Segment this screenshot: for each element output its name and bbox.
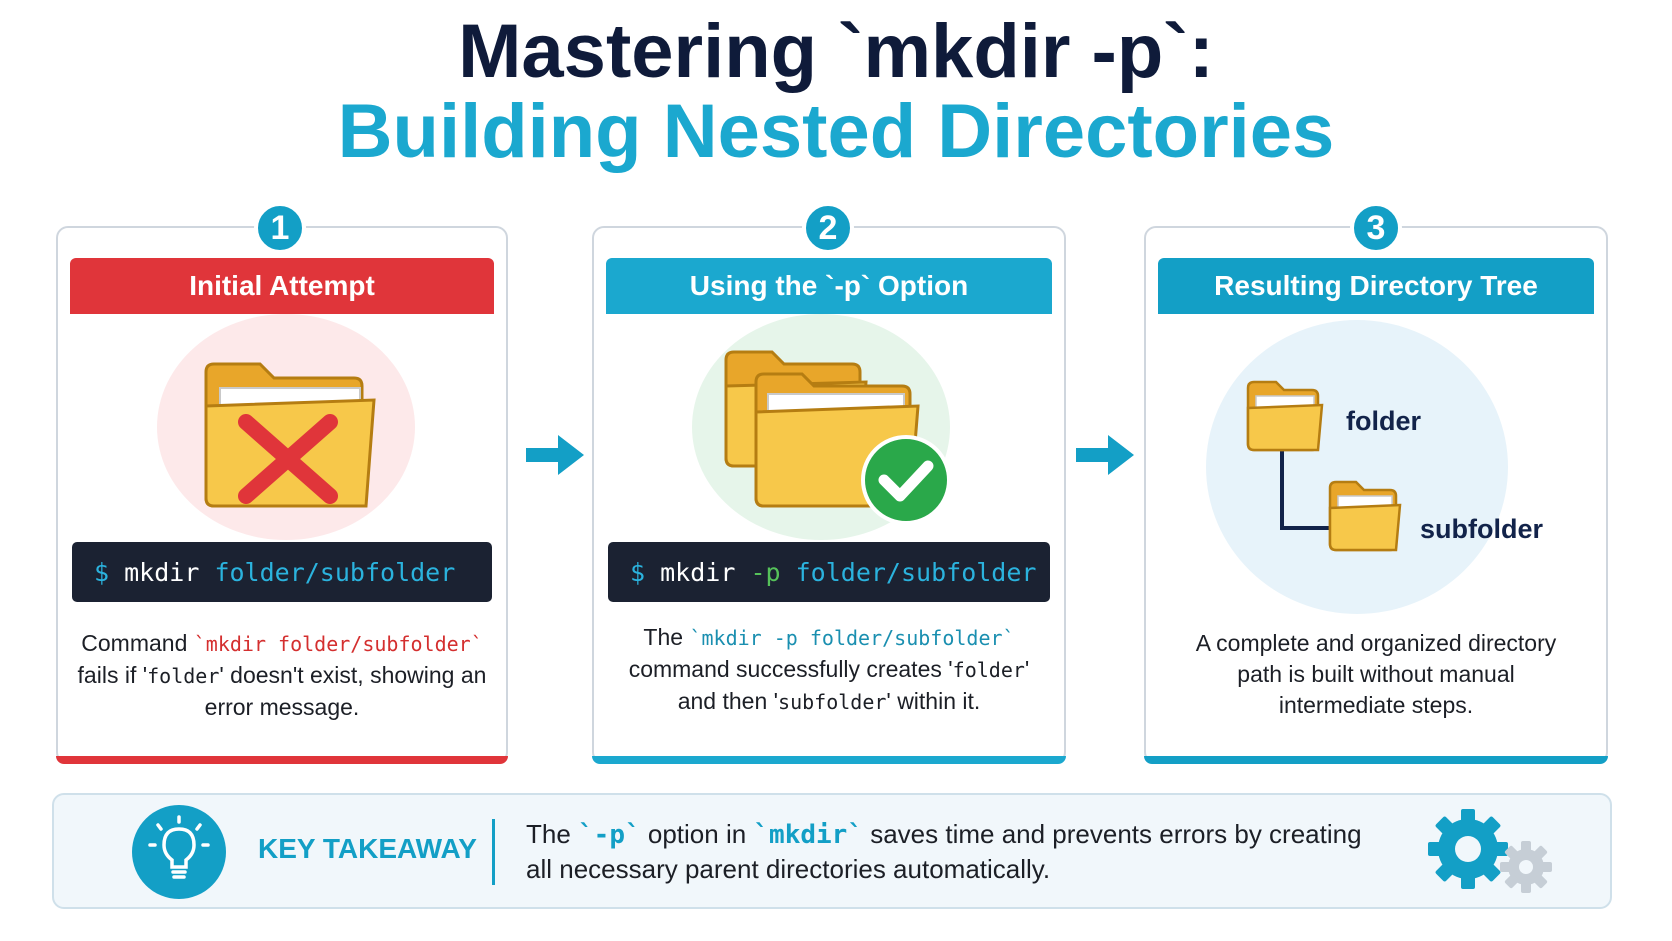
terminal-command: mkdir — [124, 557, 200, 587]
folder-error-icon — [204, 362, 376, 508]
card-accent-bar — [56, 756, 508, 764]
step-card-2: 2 Using the `-p` Option $ mkdir -p folde… — [592, 202, 1066, 764]
step-number-3: 3 — [1350, 202, 1402, 254]
card-header-using-p-option: Using the `-p` Option — [606, 258, 1052, 314]
lightbulb-icon — [132, 805, 226, 899]
title-line-1: Mastering `mkdir -p`: — [458, 9, 1214, 94]
step-description-3: A complete and organized directory path … — [1186, 628, 1566, 721]
terminal-flag: -p — [750, 557, 781, 587]
step-description-1: Command `mkdir folder/subfolder` fails i… — [72, 628, 492, 723]
key-takeaway-label: KEY TAKEAWAY — [258, 833, 477, 864]
step-number-2: 2 — [802, 202, 854, 254]
takeaway-text: option in — [640, 819, 754, 849]
key-takeaway-panel: KEY TAKEAWAY The `-p` option in `mkdir` … — [52, 793, 1612, 909]
directory-tree-icon — [1246, 380, 1402, 552]
card-accent-bar — [1144, 756, 1608, 764]
desc-text: A complete and organized directory path … — [1195, 630, 1557, 718]
desc-text: Command — [81, 630, 194, 656]
desc-code: subfolder — [778, 690, 887, 714]
terminal-prompt: $ — [94, 557, 110, 587]
step-card-1: 1 Initial Attempt $ mkdir folder/subfold… — [56, 202, 508, 764]
gear-icon — [1428, 809, 1552, 893]
terminal-path: folder/subfolder — [795, 557, 1037, 587]
desc-code: `mkdir -p folder/subfolder` — [689, 626, 1015, 650]
step-description-2: The `mkdir -p folder/subfolder` command … — [608, 622, 1050, 718]
terminal-path: folder/subfolder — [214, 557, 456, 587]
desc-code: folder — [952, 658, 1025, 682]
terminal-command-2: $ mkdir -p folder/subfolder — [608, 542, 1050, 602]
arrow-right-icon — [1076, 435, 1134, 475]
terminal-command-1: $ mkdir folder/subfolder — [72, 542, 492, 602]
desc-text: ' doesn't exist, showing an error messag… — [204, 662, 487, 720]
card-accent-bar — [592, 756, 1066, 764]
halo-circle — [1206, 320, 1508, 614]
takeaway-code: `mkdir` — [753, 820, 863, 850]
desc-text: ' and then ' — [677, 656, 1030, 714]
title-line-2: Building Nested Directories — [337, 89, 1335, 174]
desc-code: folder — [147, 664, 220, 688]
terminal-command: mkdir — [660, 557, 736, 587]
arrow-right-icon — [526, 435, 584, 475]
desc-text: command successfully creates ' — [628, 656, 953, 682]
terminal-prompt: $ — [630, 557, 646, 587]
folders-success-icon — [724, 350, 951, 525]
tree-label-subfolder: subfolder — [1420, 514, 1544, 544]
takeaway-text: The — [526, 819, 579, 849]
desc-code: `mkdir folder/subfolder` — [193, 632, 483, 656]
desc-text: fails if ' — [77, 662, 148, 688]
card-header-initial-attempt: Initial Attempt — [70, 258, 494, 314]
takeaway-text: saves time and prevents errors by creati… — [526, 819, 1362, 884]
card-header-resulting-tree: Resulting Directory Tree — [1158, 258, 1594, 314]
desc-text: The — [643, 624, 690, 650]
takeaway-code: `-p` — [578, 820, 641, 850]
tree-label-folder: folder — [1346, 406, 1422, 436]
step-card-3: 3 Resulting Directory Tree folder subfol… — [1144, 202, 1608, 764]
desc-text: ' within it. — [886, 688, 981, 714]
key-takeaway-text: The `-p` option in `mkdir` saves time an… — [526, 817, 1386, 886]
step-number-1: 1 — [254, 202, 306, 254]
divider — [492, 819, 495, 885]
